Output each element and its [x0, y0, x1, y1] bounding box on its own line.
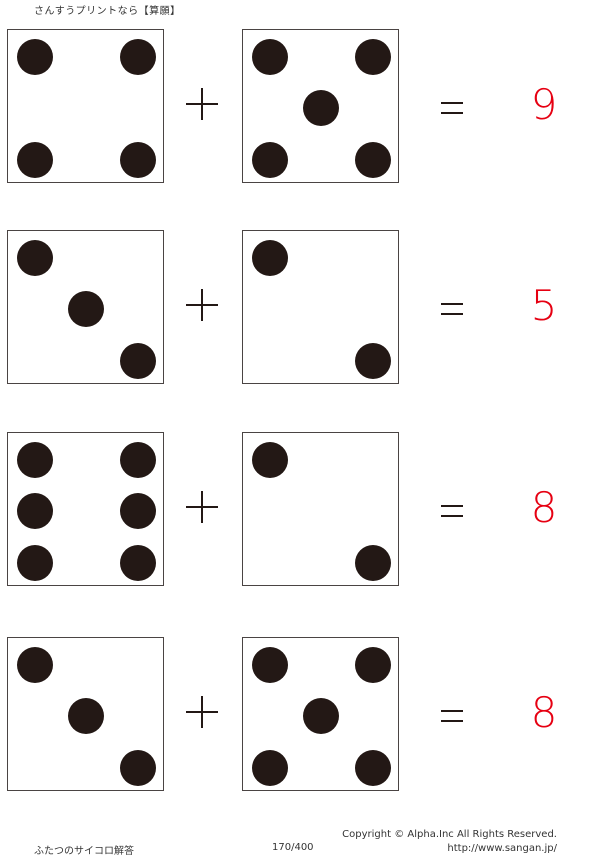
plus-sign-icon [186, 86, 222, 122]
equals-sign-icon [441, 710, 464, 724]
plus-sign-icon [186, 489, 222, 525]
pip-dot-icon [120, 493, 156, 529]
right-die [242, 29, 399, 183]
pip-dot-icon [252, 240, 288, 276]
problem-row: 9 [0, 29, 600, 186]
equals-sign-icon [441, 505, 464, 519]
equals-sign-icon [441, 102, 464, 116]
pip-dot-icon [120, 750, 156, 786]
site-url: http://www.sangan.jp/ [447, 843, 557, 854]
copyright-block: Copyright © Alpha.Inc All Rights Reserve… [342, 828, 557, 856]
pip-dot-icon [252, 750, 288, 786]
pip-dot-icon [17, 142, 53, 178]
pip-dot-icon [355, 142, 391, 178]
pip-dot-icon [120, 39, 156, 75]
left-die [7, 637, 164, 791]
left-die [7, 432, 164, 586]
pip-dot-icon [303, 698, 339, 734]
plus-sign-icon [186, 694, 222, 730]
left-die [7, 29, 164, 183]
pip-dot-icon [17, 647, 53, 683]
pip-dot-icon [252, 647, 288, 683]
pip-dot-icon [252, 442, 288, 478]
pip-dot-icon [355, 647, 391, 683]
pip-dot-icon [355, 343, 391, 379]
pip-dot-icon [17, 39, 53, 75]
pip-dot-icon [68, 291, 104, 327]
pip-dot-icon [17, 442, 53, 478]
answer-value: 5 [530, 281, 558, 330]
pip-dot-icon [303, 90, 339, 126]
pip-dot-icon [17, 545, 53, 581]
plus-sign-icon [186, 287, 222, 323]
problem-row: 8 [0, 637, 600, 794]
pip-dot-icon [355, 545, 391, 581]
right-die [242, 637, 399, 791]
pip-dot-icon [68, 698, 104, 734]
pip-dot-icon [252, 39, 288, 75]
pip-dot-icon [120, 343, 156, 379]
pip-dot-icon [355, 750, 391, 786]
copyright-text: Copyright © Alpha.Inc All Rights Reserve… [342, 829, 557, 840]
left-die [7, 230, 164, 384]
pip-dot-icon [17, 240, 53, 276]
worksheet-name: ふたつのサイコロ解答 [34, 846, 134, 857]
pip-dot-icon [120, 142, 156, 178]
answer-value: 8 [530, 688, 558, 737]
answer-value: 9 [530, 80, 558, 129]
pip-dot-icon [252, 142, 288, 178]
equals-sign-icon [441, 303, 464, 317]
answer-value: 8 [530, 483, 558, 532]
pip-dot-icon [120, 442, 156, 478]
page-number: 170/400 [272, 842, 314, 853]
pip-dot-icon [17, 493, 53, 529]
pip-dot-icon [120, 545, 156, 581]
problem-row: 5 [0, 230, 600, 387]
pip-dot-icon [355, 39, 391, 75]
right-die [242, 432, 399, 586]
right-die [242, 230, 399, 384]
problem-row: 8 [0, 432, 600, 589]
site-header: さんすうプリントなら【算願】 [34, 6, 181, 17]
